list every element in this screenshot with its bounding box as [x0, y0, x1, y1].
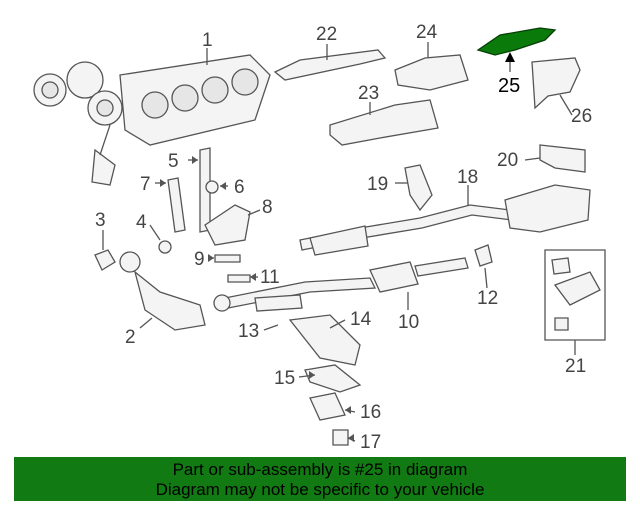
heat-shield-23 — [329, 99, 439, 146]
banner-line-1: Part or sub-assembly is #25 in diagram — [172, 460, 468, 479]
bracket-20 — [539, 144, 586, 173]
bracket-19 — [404, 164, 433, 212]
callout-22: 22 — [316, 24, 337, 45]
callout-18: 18 — [457, 167, 478, 188]
bolt-17 — [332, 429, 349, 446]
nut-6 — [205, 180, 219, 194]
callout-23: 23 — [358, 83, 379, 104]
callout-12: 12 — [477, 288, 498, 309]
bracket-16 — [309, 392, 346, 421]
callout-1: 1 — [202, 30, 213, 51]
exhaust-pipe-10 — [213, 257, 469, 312]
callout-15: 15 — [274, 368, 295, 389]
heat-shield-24 — [394, 54, 469, 91]
arrowheads — [160, 52, 515, 442]
callout-2: 2 — [125, 327, 136, 348]
bolt-9 — [214, 254, 241, 263]
bolt-11 — [227, 274, 251, 283]
callout-14: 14 — [350, 309, 372, 330]
banner-line-2: Diagram may not be specific to your vehi… — [155, 480, 485, 499]
catalytic-converter-2 — [119, 251, 206, 331]
callout-4: 4 — [136, 212, 147, 233]
callout-7: 7 — [140, 174, 151, 195]
callout-19: 19 — [367, 174, 388, 195]
hanger-13 — [254, 294, 303, 312]
exhaust-manifold-turbo — [33, 54, 271, 186]
callout-8: 8 — [262, 197, 273, 218]
heat-shield-25 — [476, 27, 557, 56]
callout-25: 25 — [498, 75, 520, 97]
callout-13: 13 — [238, 321, 259, 342]
callout-20: 20 — [497, 150, 518, 171]
bracket-14 — [288, 314, 361, 366]
callout-6: 6 — [234, 177, 245, 198]
bracket-7 — [167, 177, 186, 233]
bracket-15 — [304, 364, 362, 393]
exhaust-parts-diagram: 1 2 3 4 5 6 7 8 9 10 11 12 13 14 15 16 1… — [33, 22, 606, 453]
callout-9: 9 — [194, 249, 205, 270]
hardware-kit-21 — [544, 249, 606, 350]
heat-shield-22 — [273, 49, 387, 81]
callout-16: 16 — [360, 402, 381, 423]
callout-11: 11 — [260, 267, 280, 288]
bracket-8 — [204, 204, 251, 246]
info-banner: Part or sub-assembly is #25 in diagram D… — [14, 457, 626, 501]
callout-17: 17 — [360, 432, 381, 453]
exhaust-pipe-18 — [299, 184, 591, 256]
callout-5: 5 — [168, 151, 179, 172]
callout-24: 24 — [416, 22, 438, 43]
callout-3: 3 — [95, 210, 106, 231]
bracket-26 — [531, 57, 581, 110]
nut-4 — [158, 240, 172, 254]
clamp-12 — [474, 244, 493, 267]
callout-labels: 1 2 3 4 5 6 7 8 9 10 11 12 13 14 15 16 1… — [95, 22, 592, 453]
callout-21: 21 — [565, 356, 586, 377]
gasket-3 — [94, 249, 116, 271]
callout-26: 26 — [571, 106, 592, 127]
callout-10: 10 — [398, 312, 419, 333]
